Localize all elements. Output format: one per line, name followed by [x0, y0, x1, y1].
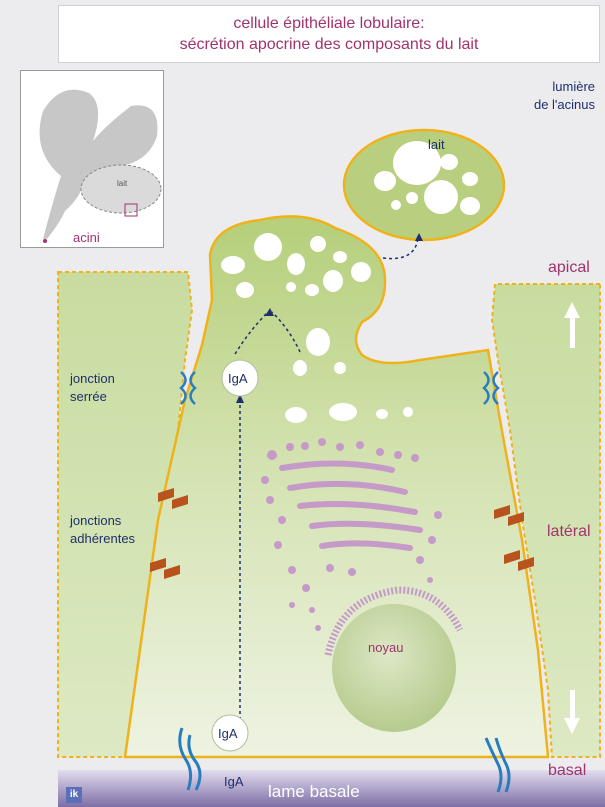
nucleus [332, 604, 456, 732]
iga-bottom-label: IgA [218, 725, 238, 743]
lateral-label: latéral [547, 523, 591, 541]
title-line-2: sécrétion apocrine des composants du lai… [59, 34, 599, 55]
iga-top-label: IgA [228, 370, 248, 388]
title-line-1: cellule épithéliale lobulaire: [59, 13, 599, 34]
apical-label: apical [548, 259, 590, 277]
acini-sketch [21, 71, 164, 248]
noyau-label: noyau [368, 639, 403, 657]
inset-lait-label: lait [117, 175, 127, 193]
jonctions-adherentes-label: jonctions adhérentes [70, 512, 135, 548]
lumiere-label: lumière de l'acinus [534, 78, 595, 114]
acini-inset: lait acini [20, 70, 164, 248]
inset-acini-label: acini [73, 229, 100, 247]
ik-logo: ik [66, 787, 82, 803]
lait-label: lait [428, 136, 445, 154]
iga-outside-label: IgA [224, 773, 244, 791]
basal-label: basal [548, 762, 586, 780]
jonction-serree-label: jonction serrée [70, 370, 115, 406]
lame-basale-label: lame basale [268, 783, 360, 801]
title-box: cellule épithéliale lobulaire: sécrétion… [58, 5, 600, 63]
